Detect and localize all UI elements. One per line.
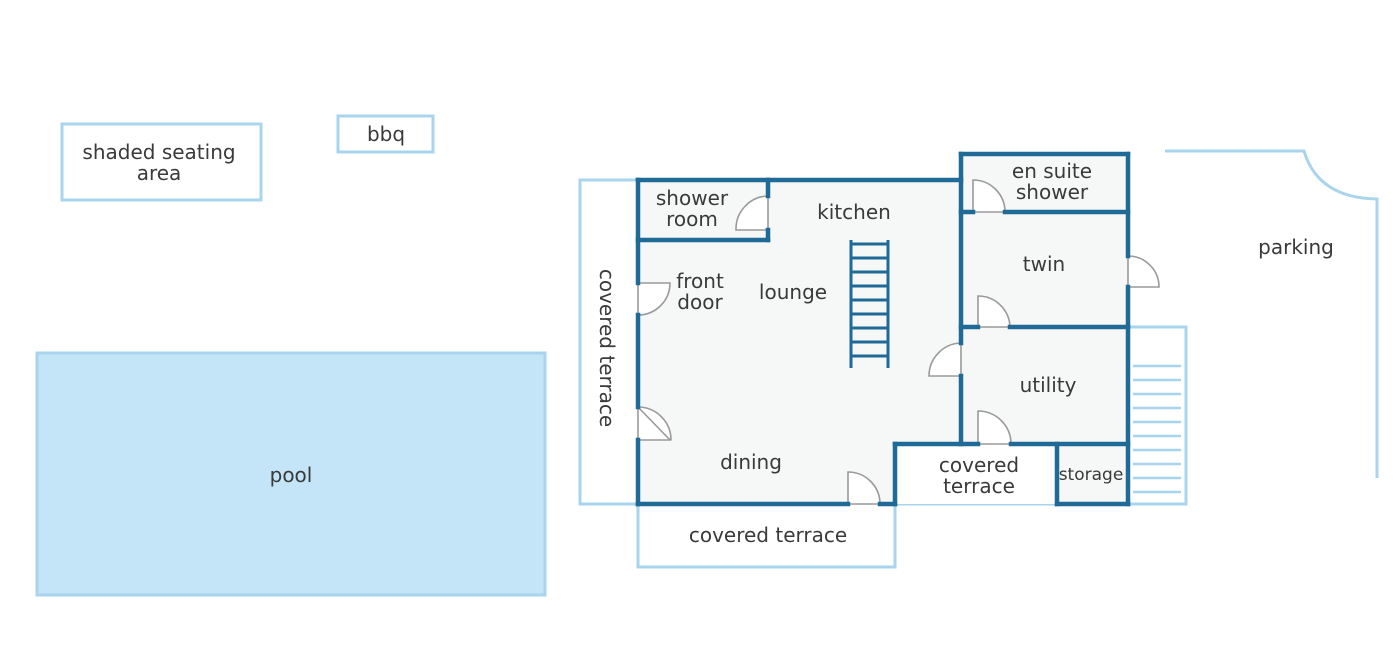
bbq-area <box>336 114 435 154</box>
shaded-seating-area <box>60 122 263 202</box>
covered-terrace-bottom-label: covered terrace <box>689 523 847 547</box>
lounge-label: lounge <box>759 280 827 304</box>
doors <box>637 179 1160 505</box>
parking-outline <box>1165 149 1379 478</box>
covered-terrace-small-area <box>895 444 1057 504</box>
shower-room-label-line2: room <box>666 207 718 231</box>
twin-label: twin <box>1023 252 1065 276</box>
en-suite-shower-label-line1: en suite <box>1012 159 1092 183</box>
terrace-door <box>637 405 672 441</box>
pool <box>35 351 547 597</box>
right-terrace <box>1128 325 1188 506</box>
outdoor-areas: shaded seating area bbq pool covered ter… <box>35 114 1379 597</box>
covered-terrace-side <box>578 178 638 506</box>
utility-label: utility <box>1020 373 1077 397</box>
shaded-seating-label-line2: area <box>137 161 182 185</box>
storage-label: storage <box>1059 465 1124 485</box>
en-suite-door <box>972 179 1006 213</box>
house-floor <box>638 154 1128 504</box>
kitchen-label: kitchen <box>817 200 891 224</box>
covered-terrace-bottom <box>636 504 897 569</box>
interior-staircase <box>849 240 890 368</box>
covered-terrace-side-label: covered terrace <box>595 269 619 427</box>
front-door-label-line2: door <box>677 290 723 314</box>
front-door-label-line1: front <box>676 269 724 293</box>
outdoor-steps <box>1133 364 1181 494</box>
twin-inner-door <box>977 295 1011 328</box>
walls <box>635 151 1131 507</box>
shower-room-label-line1: shower <box>656 186 729 210</box>
shower-room-door <box>735 195 769 231</box>
front-door <box>637 282 671 316</box>
bbq-label: bbq <box>367 122 405 146</box>
covered-terrace-small-label-line1: covered <box>939 453 1019 477</box>
pool-label: pool <box>270 463 313 487</box>
shaded-seating-label-line1: shaded seating <box>82 140 235 164</box>
parking-label: parking <box>1258 235 1334 259</box>
room-labels: shower room kitchen front door lounge di… <box>656 159 1123 498</box>
en-suite-shower-label-line2: shower <box>1016 180 1089 204</box>
covered-terrace-door <box>977 410 1012 445</box>
twin-outer-door <box>1127 255 1160 288</box>
utility-door <box>928 342 962 377</box>
dining-door <box>847 471 881 505</box>
covered-terrace-small-label-line2: terrace <box>943 474 1015 498</box>
dining-label: dining <box>720 450 782 474</box>
